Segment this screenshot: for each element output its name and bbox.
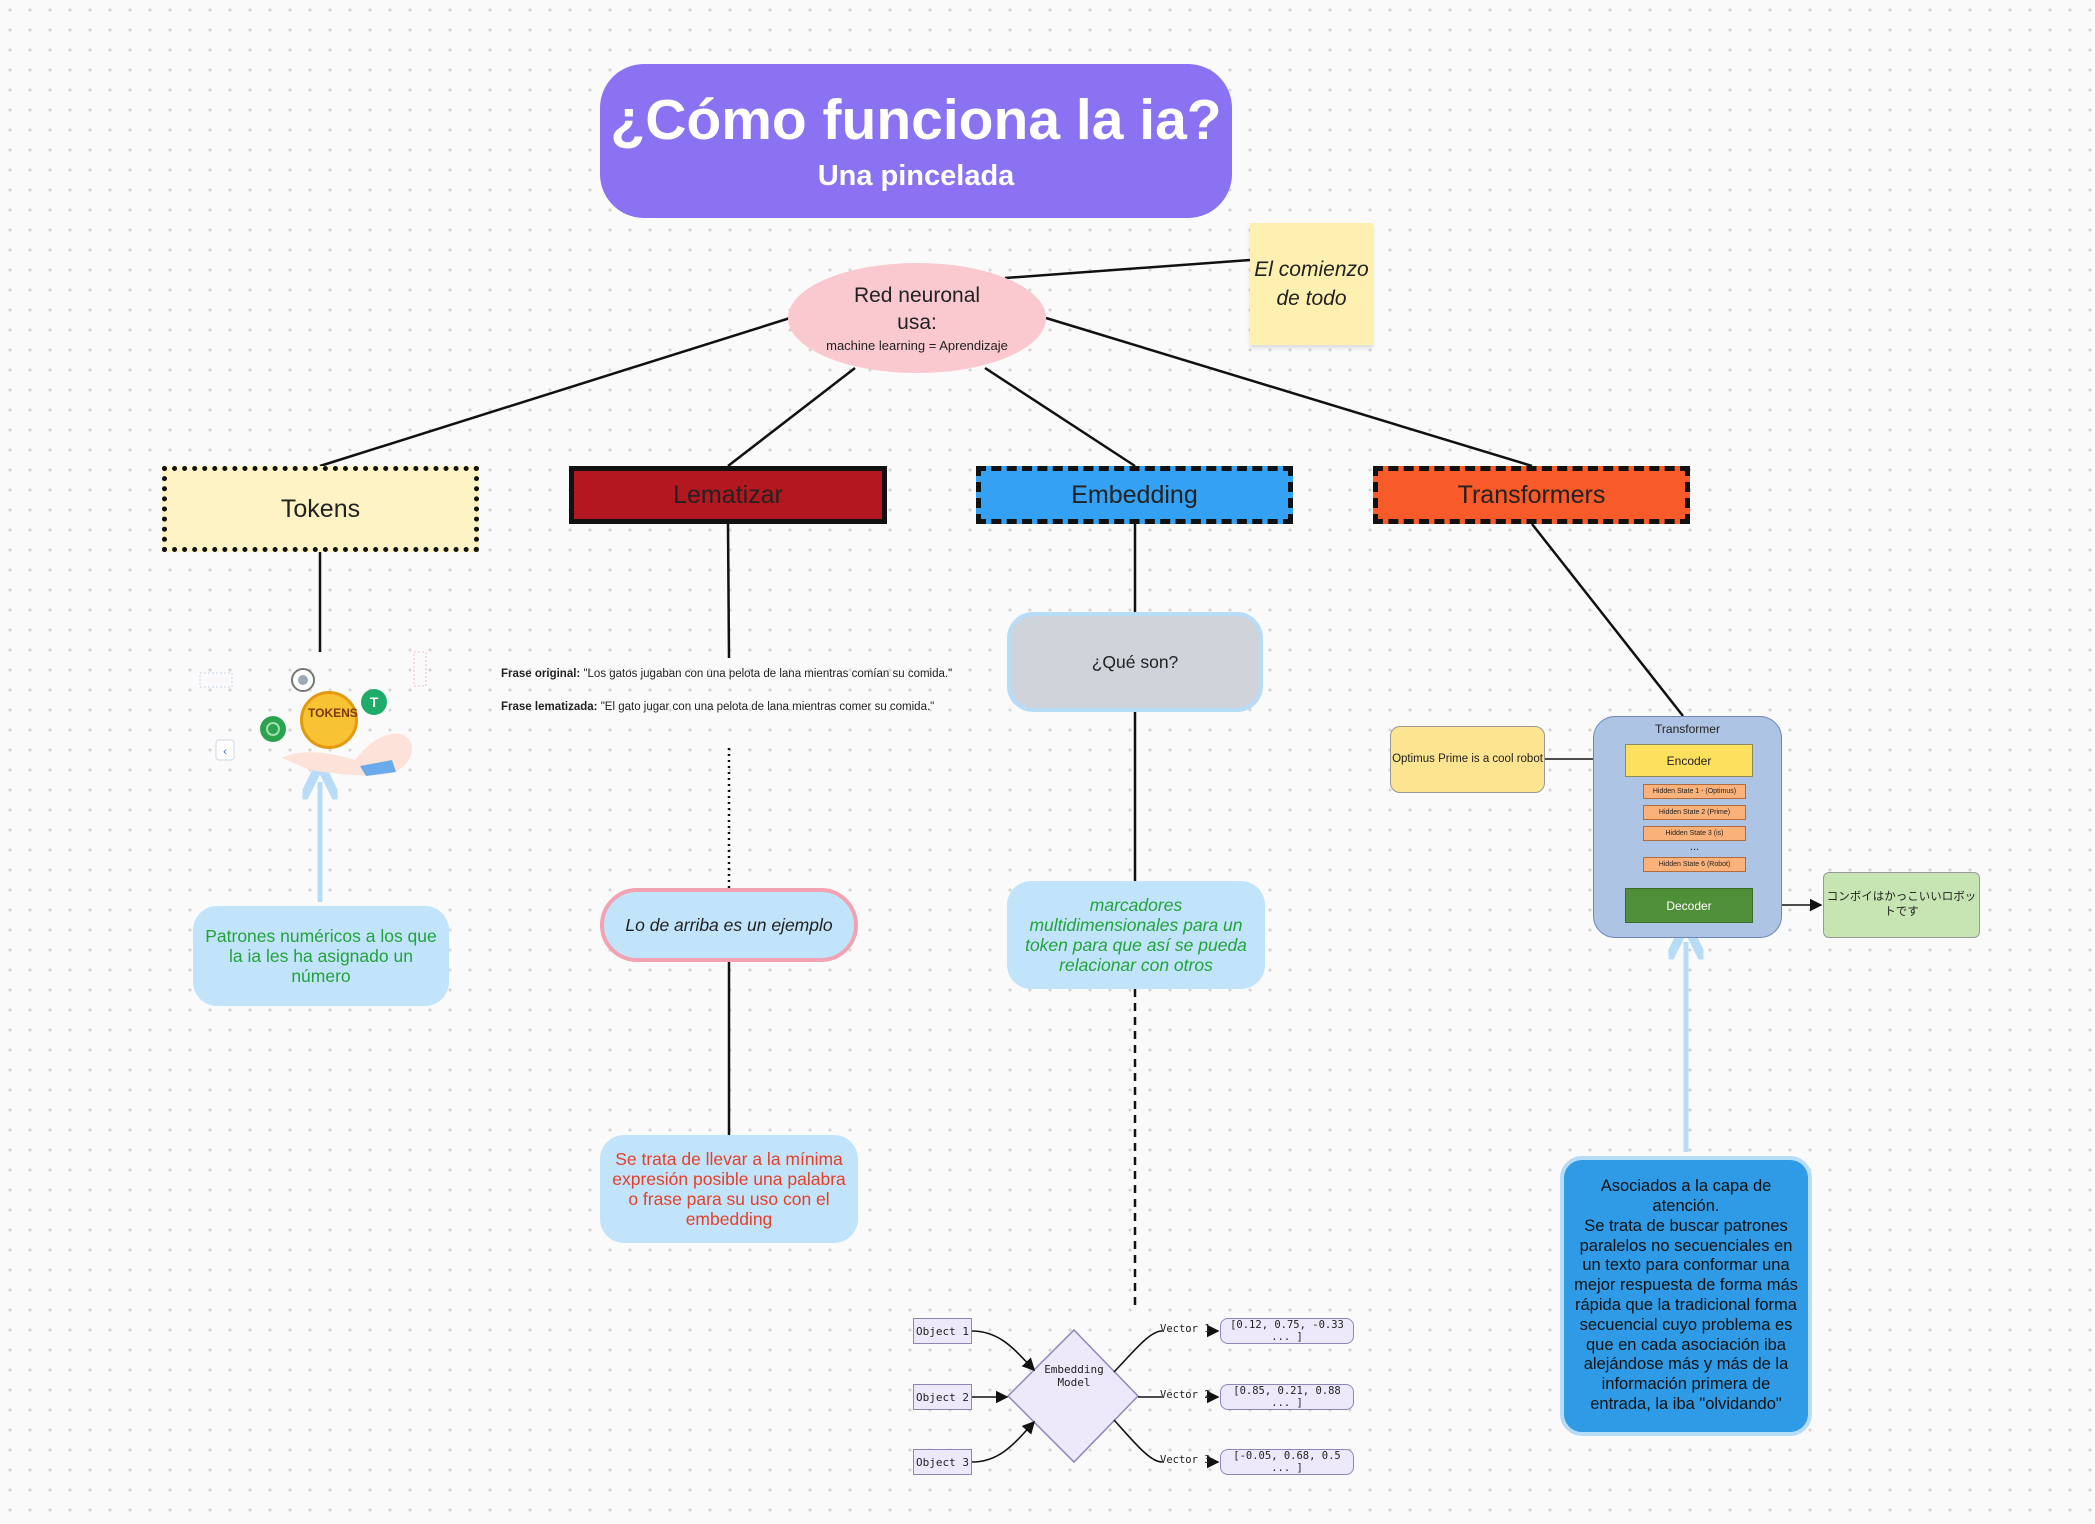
tokens-coin xyxy=(300,691,358,749)
transformer-title: Transformer xyxy=(1655,722,1720,736)
original-text: "Los gatos jugaban con una pelota de lan… xyxy=(580,668,953,680)
tokens-coin-label: TOKENS xyxy=(308,706,358,720)
embedding-model-diamond xyxy=(1006,1328,1140,1464)
hidden-state-ellipsis: ... xyxy=(1689,841,1700,853)
line-lematizar-text xyxy=(726,523,731,659)
svg-text:T: T xyxy=(370,694,379,710)
original-label: Frase original: xyxy=(501,668,581,680)
vector-label-2: Vector 2 xyxy=(1160,1389,1211,1401)
lematizar-example-text: Frase original: "Los gatos jugaban con u… xyxy=(501,664,1001,729)
sticky-note: El comienzo de todo xyxy=(1250,223,1373,345)
hidden-state-2: Hidden State 2 (Prime) xyxy=(1643,805,1746,820)
encoder-box: Encoder xyxy=(1625,744,1753,777)
tokens-illustration: T ‹ xyxy=(199,651,427,776)
embedding-object-2: Object 2 xyxy=(913,1384,972,1410)
center-node-subtitle: machine learning = Aprendizaje xyxy=(826,337,1008,353)
vector-label-1: Vector 1 xyxy=(1160,1323,1211,1335)
line-oval-sticky xyxy=(1004,258,1251,280)
embedding-answer: marcadores multidimensionales para un to… xyxy=(1007,881,1265,989)
page-title: ¿Cómo funciona la ia? xyxy=(610,88,1222,153)
center-node-title: Red neuronal usa: xyxy=(853,284,981,334)
line-oval-lematizar xyxy=(727,367,856,467)
line-transformers-diagram xyxy=(1531,523,1684,717)
category-embedding: Embedding xyxy=(976,466,1293,524)
category-transformers: Transformers xyxy=(1373,466,1690,524)
lematizar-definition: Se trata de llevar a la mínima expresión… xyxy=(600,1135,858,1243)
category-tokens: Tokens xyxy=(162,466,479,552)
transformers-description: Asociados a la capa de atención. Se trat… xyxy=(1560,1156,1812,1436)
vector-value-3: [-0.05, 0.68, 0.5 ... ] xyxy=(1220,1449,1354,1475)
line-oval-embedding xyxy=(984,366,1136,468)
page-subtitle: Una pincelada xyxy=(817,159,1015,192)
line-oval-tokens xyxy=(319,316,791,468)
title-box: ¿Cómo funciona la ia? Una pincelada xyxy=(600,64,1232,218)
line-oval-transformers xyxy=(1045,316,1533,468)
hidden-state-3: Hidden State 3 (is) xyxy=(1643,826,1746,841)
transformer-output: コンボイはかっこいいロボットです xyxy=(1823,872,1980,938)
embedding-question: ¿Qué son? xyxy=(1007,612,1263,712)
transformer-input: Optimus Prime is a cool robot xyxy=(1390,726,1545,793)
lemmatized-text: "El gato jugar con una pelota de lana mi… xyxy=(597,700,935,713)
lemmatized-label: Frase lematizada: xyxy=(501,700,598,713)
tokens-description: Patrones numéricos a los que la ia les h… xyxy=(193,906,449,1006)
embedding-object-1: Object 1 xyxy=(913,1318,972,1344)
vector-value-2: [0.85, 0.21, 0.88 ... ] xyxy=(1220,1384,1354,1410)
center-node: Red neuronal usa: machine learning = Apr… xyxy=(788,263,1046,373)
embedding-object-3: Object 3 xyxy=(913,1449,972,1475)
embedding-model-label: Embedding Model xyxy=(1044,1363,1104,1389)
vector-label-3: Vector 3 xyxy=(1160,1454,1211,1466)
hidden-state-1: Hidden State 1 - (Optimus) xyxy=(1643,784,1746,799)
hidden-state-6: Hidden State 6 (Robot) xyxy=(1643,857,1746,872)
category-lematizar: Lematizar xyxy=(569,466,887,524)
svg-text:‹: ‹ xyxy=(223,746,227,758)
lematizar-example-note: Lo de arriba es un ejemplo xyxy=(600,888,858,962)
vector-value-1: [0.12, 0.75, -0.33 ... ] xyxy=(1220,1318,1354,1344)
decoder-box: Decoder xyxy=(1625,888,1753,923)
